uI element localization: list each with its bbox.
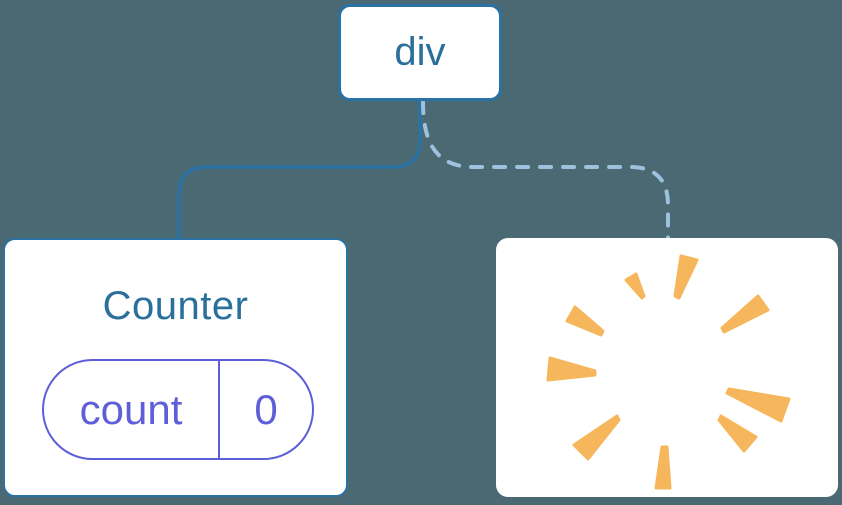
poof-ray [624, 272, 646, 300]
poof-ray [572, 414, 621, 461]
state-value: 0 [254, 385, 278, 433]
poof-ray [565, 305, 605, 337]
removed-component-card [496, 238, 838, 497]
poof-ray [725, 387, 791, 423]
edge-div-to-counter [177, 100, 422, 239]
state-key-label: count [44, 361, 220, 458]
counter-title: Counter [102, 284, 249, 328]
poof-ray [717, 414, 758, 453]
poof-ray [546, 356, 597, 382]
node-div-label: div [394, 30, 446, 74]
counter-component-card: Counter count 0 [3, 238, 348, 497]
edge-div-to-removed [421, 100, 670, 241]
poof-ray [673, 254, 699, 300]
poof-ray [720, 294, 770, 334]
poof-ray [654, 445, 672, 490]
state-pill: count 0 [42, 359, 314, 460]
tree-node-div: div [338, 4, 502, 101]
poof-icon [546, 254, 791, 490]
